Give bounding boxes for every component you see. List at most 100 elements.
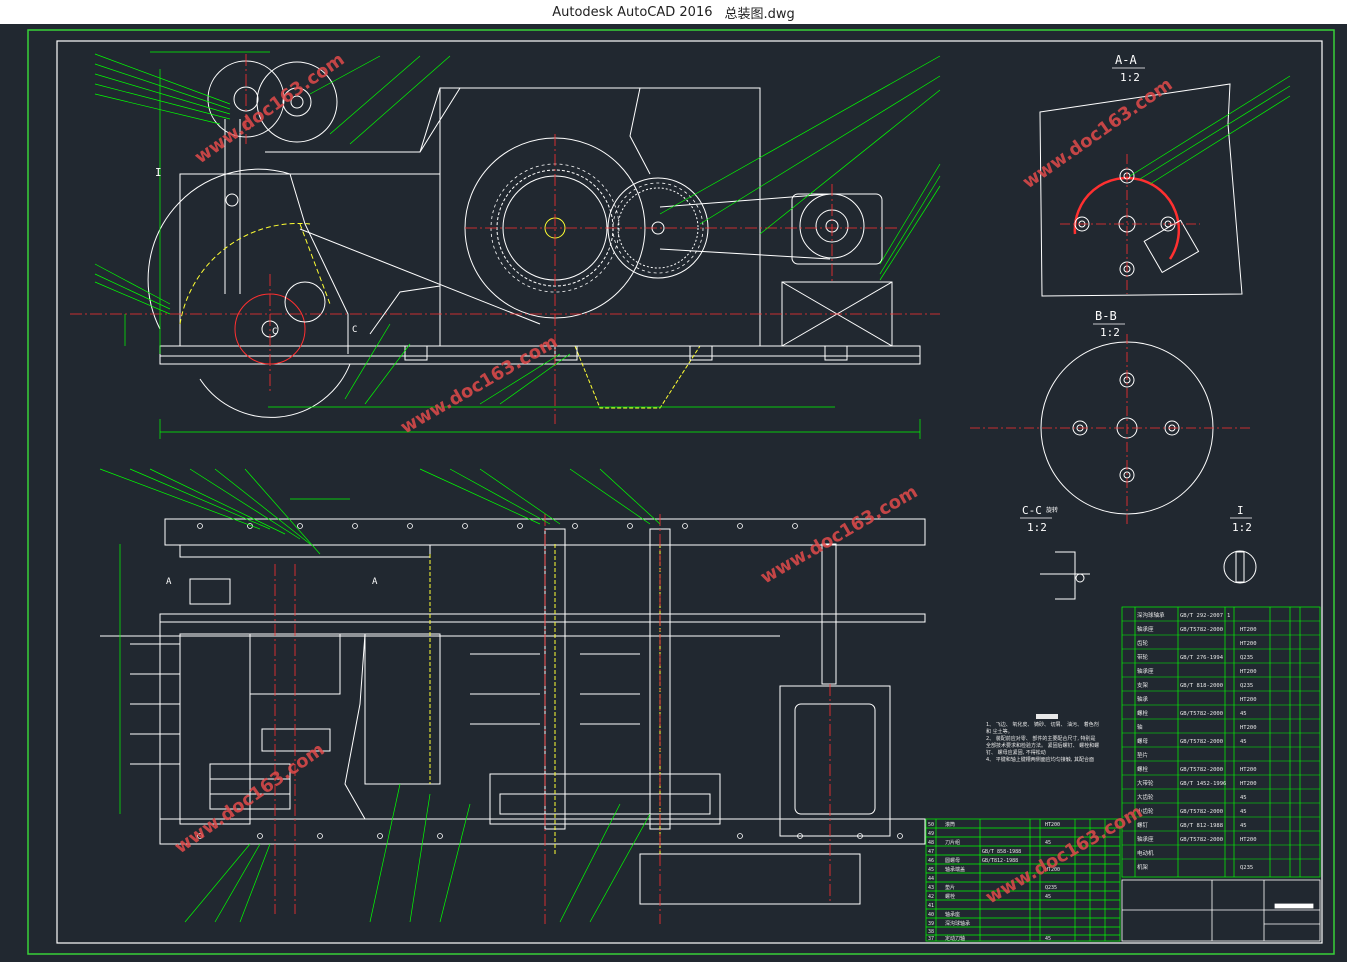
bom-r-name-16: 轴承座 [1137, 835, 1154, 843]
marker-c-right: C [352, 325, 357, 335]
bom-r-name-13: 大齿轮 [1137, 793, 1154, 801]
bom-l-no-9: 41 [928, 903, 934, 909]
bom-l-no-13: 37 [928, 936, 934, 942]
bom-r-name-7: 螺栓 [1137, 709, 1149, 717]
bom-l-name-7: 垫片 [945, 884, 955, 891]
bom-r-std-1: GB/T5782-2000 [1180, 627, 1223, 633]
bom-r-name-8: 轴 [1137, 723, 1143, 731]
bom-r-mat-6: HT200 [1240, 697, 1257, 703]
bom-l-name-2: 刀片组 [945, 839, 960, 846]
bom-r-name-3: 带轮 [1137, 653, 1149, 661]
bom-l-no-1: 49 [928, 831, 934, 837]
hole-pattern [197, 523, 903, 839]
bom-r-std-14: GB/T5782-2000 [1180, 809, 1223, 815]
detail-i-label: I [1237, 504, 1244, 517]
bom-r-mat-5: Q235 [1240, 683, 1253, 689]
bom-r-mat-2: HT200 [1240, 641, 1257, 647]
section-aa-label: A-A [1115, 53, 1137, 67]
bom-r-mat-1: HT200 [1240, 627, 1257, 633]
marker-a-right: A [372, 577, 378, 587]
bom-r-mat-18: Q235 [1240, 865, 1253, 871]
bom-r-mat-4: HT200 [1240, 669, 1257, 675]
bom-right-rows [1122, 620, 1320, 860]
bom-l-no-5: 45 [928, 867, 934, 873]
bom-l-name-13: 定动刀轴 [945, 935, 965, 942]
bom-left-grid [925, 818, 1121, 942]
watermark-text-4: www.doc163.com [757, 481, 921, 588]
aa-leaders [1129, 75, 1291, 185]
title-block [1121, 879, 1321, 942]
bom-l-std-4: GB/T812-1988 [982, 858, 1018, 864]
bom-left-text: 50 滚筒 HT200 49 48 刀片组 45 47 GB/T 858-198… [928, 821, 1060, 942]
bom-r-name-11: 螺栓 [1137, 765, 1149, 773]
bom-l-name-0: 滚筒 [945, 821, 955, 828]
watermark-text-3: www.doc163.com [1019, 74, 1177, 193]
bom-r-mat-12: HT200 [1240, 781, 1257, 787]
drawing-canvas[interactable]: I C C [0, 24, 1347, 962]
bom-r-name-6: 轴承 [1137, 695, 1149, 703]
note-line-2: 和 尘土等。 [986, 729, 1013, 735]
bom-l-no-4: 46 [928, 858, 934, 864]
marker-a-left: A [166, 577, 172, 587]
bom-l-name-10: 轴承座 [945, 911, 960, 918]
app-title: Autodesk AutoCAD 2016 [552, 4, 713, 20]
bom-r-mat-13: 45 [1240, 795, 1247, 801]
detail-i-scale: 1:2 [1232, 521, 1252, 534]
bom-r-mat-3: Q235 [1240, 655, 1253, 661]
bom-r-mat-15: 45 [1240, 823, 1247, 829]
note-line-1: 1、 飞边、 氧化皮、 铸砂、 切屑、 油污、 着色剂 [986, 722, 1099, 728]
marker-i: I [155, 166, 162, 179]
cad-drawing: I C C [27, 29, 1335, 955]
bom-l-no-8: 42 [928, 894, 934, 900]
bom-right-grid [1121, 606, 1321, 878]
bom-r-name-2: 齿轮 [1137, 639, 1149, 647]
bom-r-std-0: GB/T 292-2007 [1180, 613, 1223, 619]
section-cc-label: C-C [1022, 504, 1042, 517]
bom-l-no-11: 39 [928, 921, 934, 927]
hidden-lines [179, 222, 331, 325]
bom-r-qty-0: 1 [1227, 613, 1230, 619]
technical-notes: 1、 飞边、 氧化皮、 铸砂、 切屑、 油污、 着色剂 和 尘土等。 2、 装配… [986, 714, 1108, 794]
bom-l-std-3: GB/T 858-1988 [982, 849, 1021, 855]
section-cc-scale: 1:2 [1027, 521, 1047, 534]
bom-l-no-0: 50 [928, 822, 934, 828]
bom-r-name-4: 轴承座 [1137, 667, 1154, 675]
bom-r-name-15: 螺钉 [1137, 821, 1149, 829]
bom-r-name-12: 大带轮 [1137, 779, 1154, 787]
bom-r-mat-8: HT200 [1240, 725, 1257, 731]
bom-r-name-9: 螺母 [1137, 737, 1149, 745]
bom-l-mat-13: 45 [1045, 936, 1051, 942]
note-line-6: 4、 平键和轴上键槽两侧面应均匀接触, 其配合面 [986, 757, 1094, 763]
note-line-3: 2、 装配前应对零、 部件的主要配合尺寸, 特别是 [986, 736, 1096, 742]
bom-l-no-6: 44 [928, 876, 934, 882]
center-lines [70, 54, 940, 424]
bom-l-no-7: 43 [928, 885, 934, 891]
section-cc-view [1040, 550, 1257, 600]
bom-r-mat-7: 45 [1240, 711, 1247, 717]
bb-centers [970, 334, 1250, 524]
bom-r-name-18: 机架 [1137, 863, 1149, 871]
bom-r-name-10: 垫片 [1137, 751, 1148, 759]
bom-r-std-15: GB/T 812-1988 [1180, 823, 1223, 829]
section-aa-scale: 1:2 [1120, 71, 1140, 84]
watermark-text-1: www.doc163.com [191, 49, 349, 168]
section-cc-suffix: 旋转 [1046, 506, 1058, 514]
note-line-5: 钉、 螺母应紧固, 不得松动 [986, 750, 1046, 756]
bom-r-name-5: 支架 [1137, 681, 1149, 689]
bom-l-mat-5: HT200 [1045, 867, 1060, 873]
marker-c-left: C [272, 327, 277, 337]
note-line-4: 全部技术要求和检验方法。 紧固后螺钉、 螺栓和螺 [986, 743, 1100, 749]
bom-r-mat-11: HT200 [1240, 767, 1257, 773]
bom-r-name-0: 深沟球轴承 [1137, 611, 1165, 619]
aa-centers [1060, 154, 1200, 294]
bom-l-name-4: 圆螺母 [945, 857, 960, 864]
bom-l-no-10: 40 [928, 912, 934, 918]
bom-l-name-8: 螺栓 [945, 893, 955, 900]
section-bb-scale: 1:2 [1100, 326, 1120, 339]
bom-l-no-3: 47 [928, 849, 934, 855]
window-title-bar: Autodesk AutoCAD 2016 总装图.dwg [0, 0, 1347, 25]
outer-border [27, 29, 1335, 955]
bom-r-name-1: 轴承座 [1137, 625, 1154, 633]
bom-l-mat-0: HT200 [1045, 822, 1060, 828]
inner-border [56, 40, 1323, 944]
